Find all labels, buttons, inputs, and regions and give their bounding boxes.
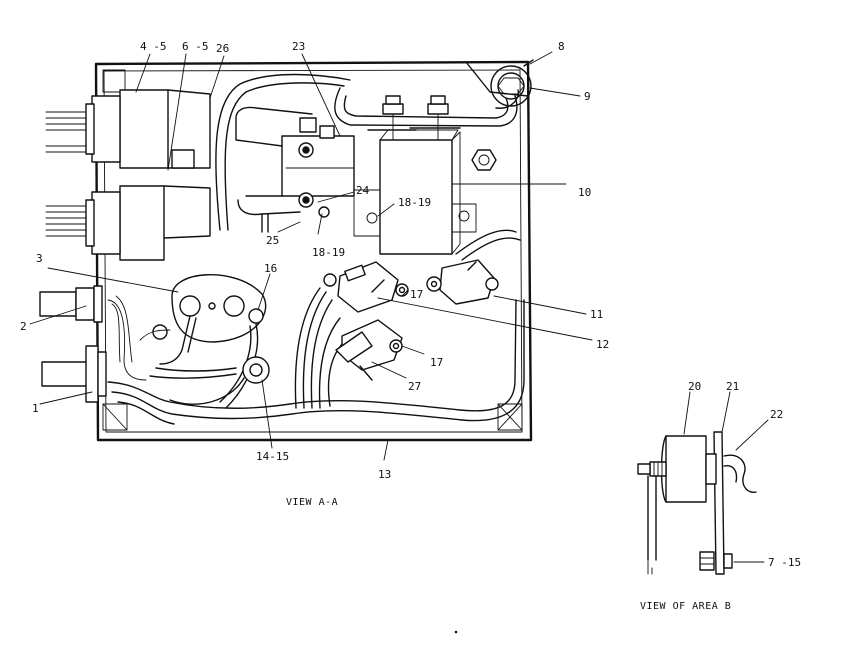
corner-mount: [102, 69, 523, 431]
fitting: [39, 285, 103, 323]
mounting-bolt: [490, 59, 534, 107]
grommet: [41, 345, 107, 403]
left-connector-upper: [85, 89, 211, 169]
callout-16: 16: [264, 262, 277, 275]
callout-26: 26: [216, 42, 229, 55]
callout-labels: 4 -5 6 -5 26 23 8 9 10 24 18-19 18-19 25…: [20, 40, 609, 481]
hex-nut: [471, 149, 497, 171]
bottom-harness: [107, 299, 525, 425]
center-harness: [294, 287, 345, 409]
callout-25: 25: [266, 234, 279, 247]
view-area-b-caption: VIEW OF AREA B: [640, 601, 731, 612]
solenoid-block: [235, 106, 355, 233]
round-switch: [152, 274, 267, 343]
callout-23: 23: [292, 40, 305, 53]
callout-20: 20: [688, 380, 701, 393]
callout-17-upper: 17: [410, 288, 423, 301]
callout-18-19-upper: 18-19: [398, 196, 431, 209]
circuit-breaker-lower: [335, 319, 403, 381]
circuit-breaker-right: [426, 229, 521, 305]
callout-11: 11: [590, 308, 603, 321]
view-a-a-caption: VIEW A-A: [286, 497, 338, 508]
callout-10: 10: [578, 186, 591, 199]
callout-2: 2: [20, 320, 27, 333]
callout-8: 8: [558, 40, 565, 53]
callout-7-15: 7 -15: [768, 556, 801, 569]
callout-18-19-lower: 18-19: [312, 246, 345, 259]
wire-harness: [215, 73, 519, 231]
callout-12: 12: [596, 338, 609, 351]
callout-22: 22: [770, 408, 783, 421]
callout-1: 1: [32, 402, 39, 415]
callout-17-lower: 17: [430, 356, 443, 369]
callout-6-5: 6 -5: [182, 40, 209, 53]
callout-3: 3: [36, 252, 43, 265]
circuit-breaker-upper: [323, 261, 409, 313]
harness-wires-left: [45, 111, 87, 237]
callout-21: 21: [726, 380, 739, 393]
callout-13: 13: [378, 468, 391, 481]
callout-4-5: 4 -5: [140, 40, 167, 53]
ground-terminal: [149, 356, 270, 405]
terminal-studs: [367, 95, 461, 141]
area-b-view: [454, 391, 769, 634]
leader-lines: [29, 51, 593, 461]
area-b-callouts: 20 21 22 7 -15: [688, 380, 801, 569]
callout-24: 24: [356, 184, 370, 197]
callout-9: 9: [584, 90, 591, 103]
relay-housing: [353, 129, 477, 255]
callout-27: 27: [408, 380, 421, 393]
left-connector-lower: [85, 185, 211, 261]
callout-14-15: 14-15: [256, 450, 289, 463]
